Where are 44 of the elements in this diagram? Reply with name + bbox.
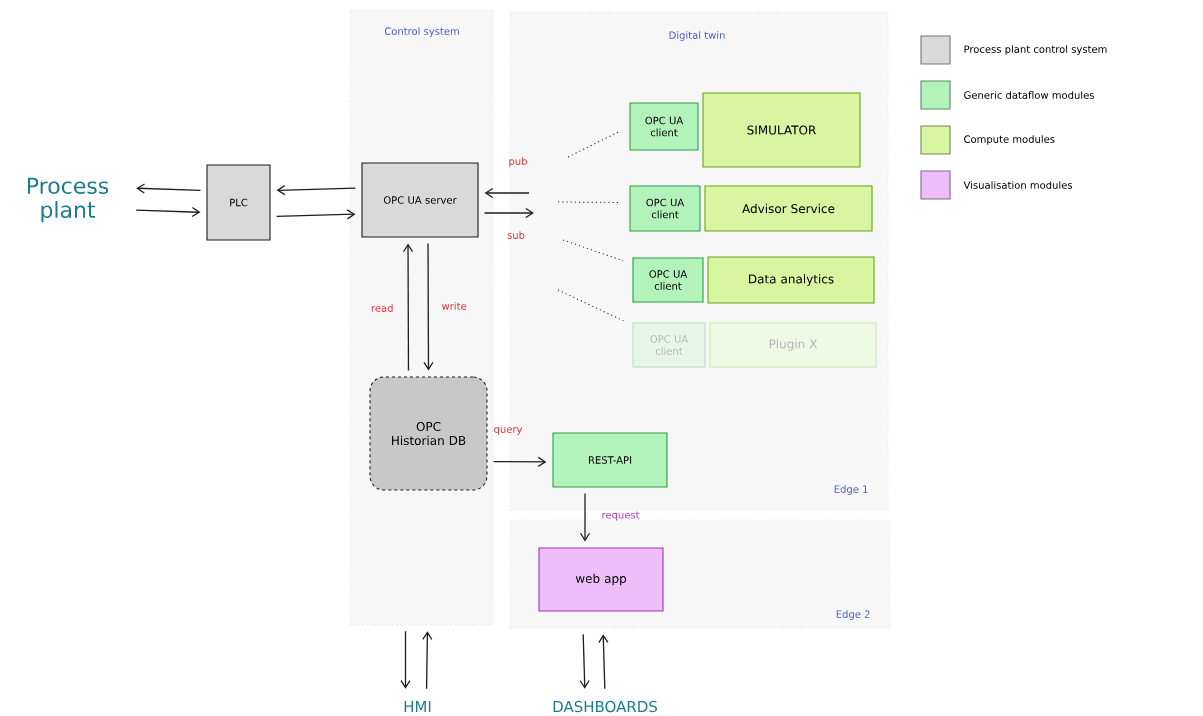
edge-label: sub <box>507 231 525 239</box>
arrow <box>402 243 414 372</box>
process-box: OPC UA server <box>361 162 479 238</box>
edge-label: read <box>371 304 393 312</box>
module-box: Plugin X <box>709 322 877 368</box>
database-box: OPC Historian DB <box>369 376 488 491</box>
module-box: OPC UA client <box>629 185 701 232</box>
dotted-line <box>562 239 624 262</box>
dotted-line <box>567 130 621 158</box>
module-box: REST-API <box>552 432 668 488</box>
arrow <box>484 187 530 199</box>
arrow <box>275 209 356 220</box>
legend-label: Process plant control system <box>964 45 1107 55</box>
arrow <box>598 634 609 690</box>
plain-text: DASHBOARDS <box>553 700 657 713</box>
dotted-line <box>557 201 620 203</box>
arrow <box>423 242 434 371</box>
module-box: Data analytics <box>707 256 875 304</box>
legend-label: Compute modules <box>964 135 1055 145</box>
edge-label: request <box>602 511 640 521</box>
module-box: OPC UA client <box>629 102 699 151</box>
module-box: OPC UA client <box>632 257 704 303</box>
arrow <box>400 630 411 689</box>
module-box: Advisor Service <box>704 185 873 232</box>
arrow <box>579 633 590 689</box>
legend-label: Generic dataflow modules <box>964 91 1094 99</box>
arrow <box>483 207 534 219</box>
arrow <box>276 184 357 196</box>
dotted-line <box>557 289 624 322</box>
arrow <box>579 492 591 542</box>
arrow <box>492 456 547 468</box>
module-box: SIMULATOR <box>702 92 861 168</box>
plain-text: Process plant <box>27 177 109 223</box>
legend-label: Visualisation modules <box>963 181 1073 189</box>
plain-text: HMI <box>404 701 431 712</box>
arrow <box>422 631 433 690</box>
arrow <box>135 206 201 218</box>
arrow <box>136 183 202 194</box>
edge-label: query <box>494 427 523 435</box>
edge-label: write <box>441 302 467 310</box>
module-box: OPC UA client <box>632 322 706 368</box>
module-box: web app <box>538 547 664 612</box>
process-box: PLC <box>206 164 271 241</box>
edge-label: pub <box>509 157 527 167</box>
